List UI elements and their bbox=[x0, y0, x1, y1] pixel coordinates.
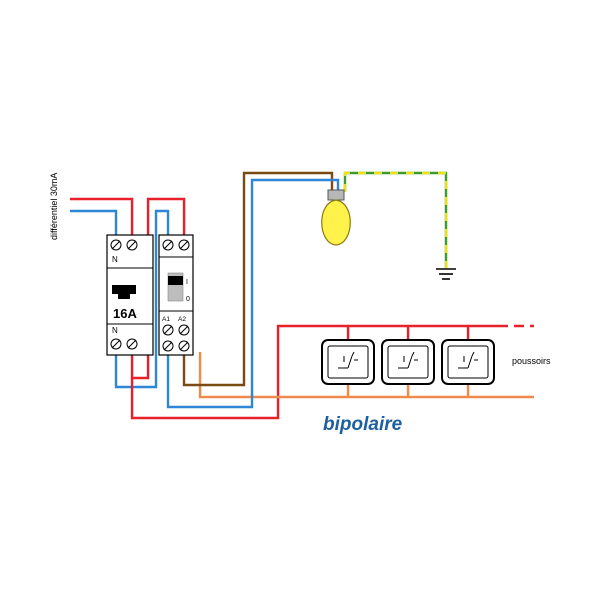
push-button-icon bbox=[398, 351, 418, 369]
breaker-bottom-neutral-label: N bbox=[112, 326, 118, 335]
relay-off-label: 0 bbox=[186, 296, 190, 303]
pushbutton-group bbox=[321, 339, 495, 385]
pushbutton-3 bbox=[441, 339, 495, 385]
diagram-title: bipolaire bbox=[323, 414, 403, 435]
breaker-neutral-to-relay-wire bbox=[114, 209, 170, 389]
poussoirs-label: poussoirs bbox=[512, 356, 551, 366]
breaker-rating-label: 16A bbox=[113, 306, 137, 321]
phase-input-wire bbox=[70, 197, 134, 238]
push-button-icon bbox=[458, 351, 478, 369]
ground-symbol-icon bbox=[436, 268, 456, 280]
earth-wire-green bbox=[343, 171, 448, 268]
lamp-neutral-wire bbox=[166, 178, 340, 409]
neutral-input-wire bbox=[70, 209, 118, 238]
pushbutton-return-wire bbox=[198, 352, 534, 399]
circuit-breaker: N 16A N bbox=[106, 234, 154, 356]
wires bbox=[70, 171, 534, 420]
relay-a2-label: A2 bbox=[178, 316, 186, 323]
light-bulb-icon bbox=[321, 189, 351, 246]
pushbutton-1 bbox=[321, 339, 375, 385]
breaker-toggle-icon bbox=[112, 285, 136, 294]
relay-a1-label: A1 bbox=[162, 316, 170, 323]
relay-top-terminals bbox=[162, 239, 190, 251]
phase-to-pushbuttons-wire bbox=[130, 324, 498, 420]
earth-wire-yellow bbox=[343, 171, 448, 268]
lamp-phase-wire bbox=[182, 171, 334, 387]
impulse-relay: I 0 A1 A2 bbox=[158, 234, 194, 356]
differentiel-label: différentiel 30mA bbox=[49, 173, 59, 240]
relay-bottom-terminals bbox=[162, 340, 190, 352]
breaker-top-neutral-label: N bbox=[112, 255, 118, 264]
breaker-bottom-terminals bbox=[110, 338, 138, 350]
push-button-icon bbox=[338, 351, 358, 369]
relay-coil-terminals bbox=[162, 324, 190, 336]
relay-on-label: I bbox=[186, 279, 188, 286]
breaker-top-terminals bbox=[110, 239, 138, 251]
pushbutton-2 bbox=[381, 339, 435, 385]
